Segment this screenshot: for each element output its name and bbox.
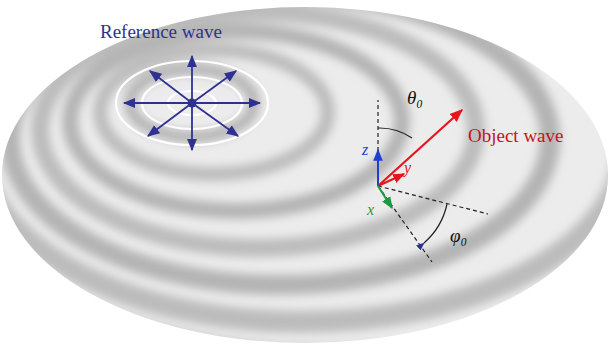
fringe-band xyxy=(0,0,610,322)
fringe-band xyxy=(40,12,476,248)
angle-guides xyxy=(378,100,488,262)
angle-label: θ₀ xyxy=(407,88,423,107)
object-wave-arrow xyxy=(378,110,462,186)
fringe-band xyxy=(100,50,328,174)
y-axis xyxy=(378,174,404,186)
object-wave-label: Object wave xyxy=(468,126,563,145)
axis-label: x xyxy=(367,202,374,218)
angle-label: φ₀ xyxy=(450,226,467,245)
reference-wave-label: Reference wave xyxy=(100,22,222,41)
fringe-band xyxy=(70,31,402,211)
angle-arcs xyxy=(378,128,447,243)
reference-rays xyxy=(124,56,260,150)
x-axis xyxy=(378,186,392,208)
axis-label: z xyxy=(362,142,368,158)
axis-label: y xyxy=(404,160,411,176)
point-source xyxy=(188,99,197,108)
z-axis xyxy=(377,150,379,186)
